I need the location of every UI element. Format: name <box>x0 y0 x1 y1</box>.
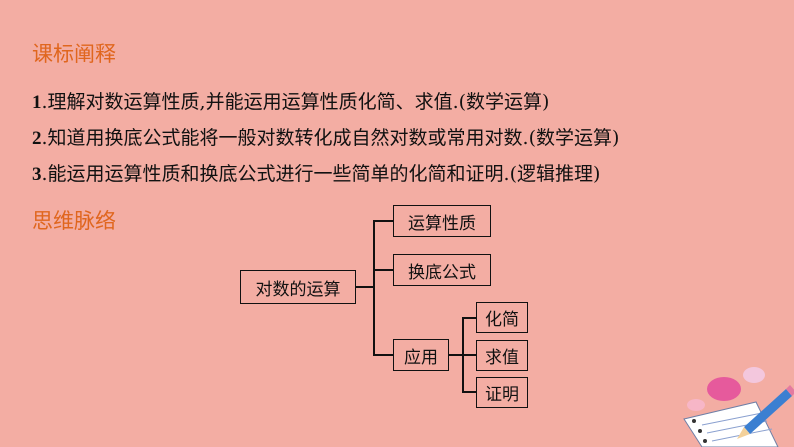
connector <box>373 220 375 355</box>
objective-text: .能运用运算性质和换底公式进行一些简单的化简和证明.(逻辑推理) <box>41 163 601 185</box>
connector <box>462 391 476 393</box>
mindmap-leaf-evaluate: 求值 <box>476 340 528 371</box>
connector <box>462 317 476 319</box>
objective-text: .理解对数运算性质,并能运用运算性质化简、求值.(数学运算) <box>41 91 550 113</box>
objective-text: .知道用换底公式能将一般对数转化成自然对数或常用对数.(数学运算) <box>41 127 620 149</box>
connector <box>373 354 393 356</box>
mindmap-leaf-simplify: 化简 <box>476 302 528 333</box>
objective-number: 1 <box>32 92 42 113</box>
objective-number: 3 <box>32 164 42 185</box>
objective-3: 3.能运用运算性质和换底公式进行一些简单的化简和证明.(逻辑推理) <box>32 159 600 186</box>
speech-bubble-icon <box>687 399 705 411</box>
notebook-pencil-illustration <box>683 367 794 447</box>
mindmap-root-node: 对数的运算 <box>240 270 356 304</box>
objective-number: 2 <box>32 128 42 149</box>
pencil-icon <box>737 385 794 439</box>
connector <box>373 220 393 222</box>
speech-bubble-icon <box>707 377 741 401</box>
connector <box>462 354 476 356</box>
mindmap-branch-application: 应用 <box>393 339 449 371</box>
connector <box>449 354 463 356</box>
connector <box>356 286 374 288</box>
objective-1: 1.理解对数运算性质,并能运用运算性质化简、求值.(数学运算) <box>32 87 549 114</box>
mindmap-branch-change-base: 换底公式 <box>393 254 491 286</box>
mindmap-leaf-prove: 证明 <box>476 377 528 408</box>
section-title-mindmap: 思维脉络 <box>32 209 116 233</box>
speech-bubble-icon <box>743 367 765 383</box>
objective-2: 2.知道用换底公式能将一般对数转化成自然对数或常用对数.(数学运算) <box>32 123 619 150</box>
section-title-standards: 课标阐释 <box>32 42 116 66</box>
connector <box>373 269 393 271</box>
mindmap-branch-properties: 运算性质 <box>393 205 491 237</box>
